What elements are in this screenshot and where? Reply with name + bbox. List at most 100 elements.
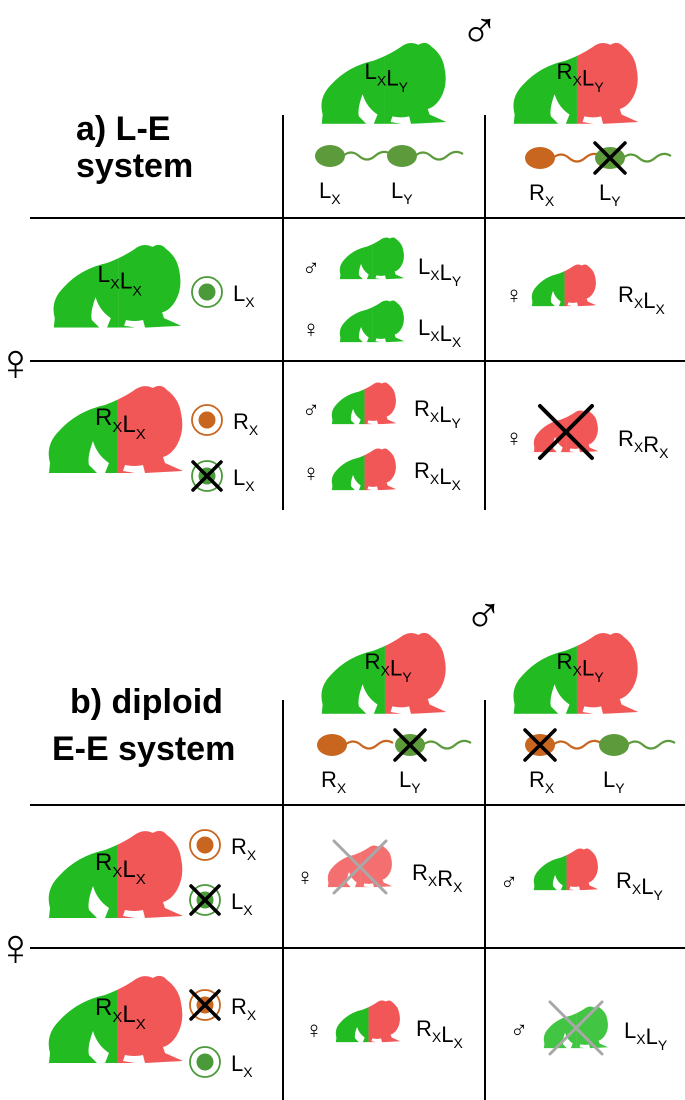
panel-b-male-frog-1: RXLY <box>321 632 447 714</box>
panel-b-male-frog-1-genotype-allele: L <box>390 656 402 681</box>
sex-symbol-b-r2c1: ♀ <box>305 1017 323 1044</box>
panel-a-sperm-Ly-label-sub: Y <box>403 191 413 207</box>
panel-b-offspring-r1c1-dead-genotype-allele: R <box>437 866 453 891</box>
panel-a-egg-Lx-label: LX <box>233 281 255 310</box>
panel-a-female-frog-LL-genotype-allele: L <box>120 268 133 294</box>
panel-b-offspring-r2c2-dead-genotype: LXLY <box>624 1018 668 1053</box>
panel-b-offspring-r1c2-genotype-allele: L <box>641 874 653 899</box>
panel-a-offspring-r2c2-dead-genotype-sub: X <box>659 445 669 461</box>
panel-a-egg-Lx-crossed-label: LX <box>233 465 255 494</box>
panel-b-offspring-r2c2-dead-genotype-allele: L <box>624 1018 636 1043</box>
panel-b-egg-Lx-crossed-label-sub: X <box>243 902 253 918</box>
panel-a-offspring-r1c1-male-genotype-sub: X <box>430 267 440 283</box>
panel-a-male-frog-RL-genotype-sub: Y <box>594 79 603 95</box>
male-symbol-large-a: ♂ <box>460 2 499 60</box>
panel-b-male-frog-1-genotype: RXLY <box>365 649 412 685</box>
panel-b-sperm-Rx-crossed-label-allele: R <box>529 767 545 792</box>
panel-a-offspring-r1c1-male-genotype-allele: L <box>418 254 430 279</box>
panel-a-female-frog-RL-genotype-sub: X <box>112 419 122 436</box>
panel-b-sperm-Rx-label: RX <box>321 767 347 796</box>
panel-b-title-line2: E-E system <box>52 730 235 768</box>
offspring-sex-symbols: ♂ ♀ ♀ ♂ ♀ ♀ ♀ ♂ ♀ ♂ <box>296 255 528 1044</box>
panel-a-female-frog-LL-genotype: LXLX <box>98 261 143 299</box>
panel-a-egg-Lx-crossed-label-allele: L <box>233 465 245 490</box>
panel-a-offspring-r2c1-male: RXLY <box>331 382 461 431</box>
panel-b-male-frog-1-genotype-sub: X <box>381 663 390 679</box>
panel-b-offspring-r1c2-genotype: RXLY <box>616 868 663 903</box>
panel-a-male-frog-RL-genotype-sub: X <box>573 73 582 89</box>
sex-symbol-b-r2c2: ♂ <box>510 1017 528 1044</box>
sex-symbol-a-r2c1-top: ♂ <box>302 397 320 424</box>
panel-a-offspring-r1c1-male-frog <box>339 237 405 280</box>
sex-symbol-a-r2c1-bottom: ♀ <box>302 460 320 487</box>
panel-a-female-frog-LL-genotype-allele: L <box>98 261 111 287</box>
panel-a-offspring-r1c2-genotype: RXLX <box>618 282 665 317</box>
panel-b-male-frog-2-genotype: RXLY <box>557 649 604 685</box>
panel-a-offspring-r1c1-female-genotype-allele: L <box>440 321 452 346</box>
panel-a-egg-Lx-label-allele: L <box>233 281 245 306</box>
panel-a-offspring-r1c2-frog <box>531 264 597 307</box>
panel-a-offspring-r1c2-genotype-allele: L <box>643 288 655 313</box>
panel-a-male-frog-RL-genotype-allele: R <box>557 59 573 84</box>
panel-b-sperm-Ly-crossed-label: LY <box>399 767 421 796</box>
panel-a-offspring-r2c2-dead-genotype-allele: R <box>618 426 634 451</box>
panel-a-sperm-Ly-crossed: LY <box>593 141 672 209</box>
panel-b-sperm-Rx-crossed: RX <box>523 728 602 796</box>
panel-a-female-frog-RL: RXLX <box>48 385 184 474</box>
panel-b-egg-Rx-crossed-label: RX <box>231 994 257 1023</box>
panel-a-female-frog-LL: LXLX <box>53 244 182 328</box>
panel-a-offspring-r1c1-female-genotype: LXLX <box>418 315 462 350</box>
panel-a-sperm-Rx-label-sub: X <box>545 193 555 209</box>
panel-b-offspring-r1c2-genotype-sub: Y <box>653 887 663 903</box>
panel-a-offspring-r2c1-female-genotype-allele: L <box>439 464 451 489</box>
panel-b-sperm-Ly-label-sub: Y <box>615 780 625 796</box>
panel-b-offspring-r2c1-genotype-sub: X <box>432 1029 442 1045</box>
panel-a-sperm-Ly-crossed-label-allele: L <box>599 180 611 205</box>
panel-b-female-frog-1-genotype-sub: X <box>136 871 146 888</box>
panel-b-grid <box>30 700 685 1100</box>
panel-a-title-line2: system <box>76 147 193 185</box>
panel-b-offspring-r1c2-genotype-allele: R <box>616 868 632 893</box>
panel-b-female-frog-2-genotype-allele: R <box>95 994 112 1021</box>
panel-a-offspring-r2c1-male-frog <box>331 382 397 425</box>
panel-b-sperm-Rx-crossed-cross <box>523 728 557 762</box>
panel-a-sperm-Rx-label-allele: R <box>529 180 545 205</box>
panel-a-sperm-Ly: LY <box>387 145 464 207</box>
panel-b-offspring-r1c2-frog <box>533 848 599 891</box>
panel-b-egg-Lx-crossed-cross <box>189 884 221 916</box>
panel-a-female-frog-RL-genotype-sub: X <box>136 426 146 443</box>
panel-a-offspring-r2c1-male-genotype: RXLY <box>414 396 461 431</box>
panel-a-offspring-r1c2-genotype-sub: X <box>655 301 665 317</box>
panel-a-title-line1: a) L-E <box>76 110 170 148</box>
panel-a-egg-Lx-crossed-label-sub: X <box>245 478 255 494</box>
panel-a-offspring-r1c2-genotype-sub: X <box>634 295 644 311</box>
panel-a-male-frog-LL-genotype: LXLY <box>365 59 408 95</box>
panel-a-female-frog-LL-genotype-sub: X <box>110 277 120 293</box>
panel-b-offspring-r2c1-genotype-allele: R <box>416 1016 432 1041</box>
sex-symbol-a-r1c1-bottom: ♀ <box>302 316 320 343</box>
sex-symbol-a-r2c2: ♀ <box>505 425 523 452</box>
panel-a-sperm-Ly-label: LY <box>391 178 413 207</box>
panel-b-offspring-r2c2-dead-cross <box>548 1000 604 1056</box>
panel-b-egg-Rx-crossed-cross <box>189 989 221 1021</box>
panel-a-egg-Rx-label-allele: R <box>233 409 249 434</box>
female-symbol-large-a: ♀ <box>0 334 35 392</box>
panel-a-sperm-Rx-label: RX <box>529 180 555 209</box>
panel-b-sperm-Ly-crossed: LY <box>393 728 472 796</box>
panel-b-sperm-Ly-crossed-label-allele: L <box>399 767 411 792</box>
panel-b-sperm-Ly-crossed-label-sub: Y <box>411 780 421 796</box>
panel-a-offspring-r2c1-male-genotype-allele: R <box>414 396 430 421</box>
panel-a-male-frog-RL-genotype-allele: L <box>582 66 594 91</box>
panel-b-egg-Lx-crossed-label: LX <box>231 889 253 918</box>
panel-a-offspring-r1c2-genotype-allele: R <box>618 282 634 307</box>
panel-a-offspring-r1c1-male-genotype-allele: L <box>440 260 452 285</box>
panel-b-sperm-Rx: RX <box>317 734 394 796</box>
panel-b-egg-Lx-label: LX <box>231 1051 253 1080</box>
panel-a-sperm-Ly-crossed-label: LY <box>599 180 621 209</box>
panel-b-offspring-r2c2-dead: LXLY <box>543 1000 668 1056</box>
sex-symbol-a-r1c2: ♀ <box>505 282 523 309</box>
panel-b-offspring-r2c1-frog <box>335 1000 401 1043</box>
panel-a-egg-Lx-crossed: LX <box>191 460 255 494</box>
panel-b-egg-Rx-label-sub: X <box>247 847 257 863</box>
